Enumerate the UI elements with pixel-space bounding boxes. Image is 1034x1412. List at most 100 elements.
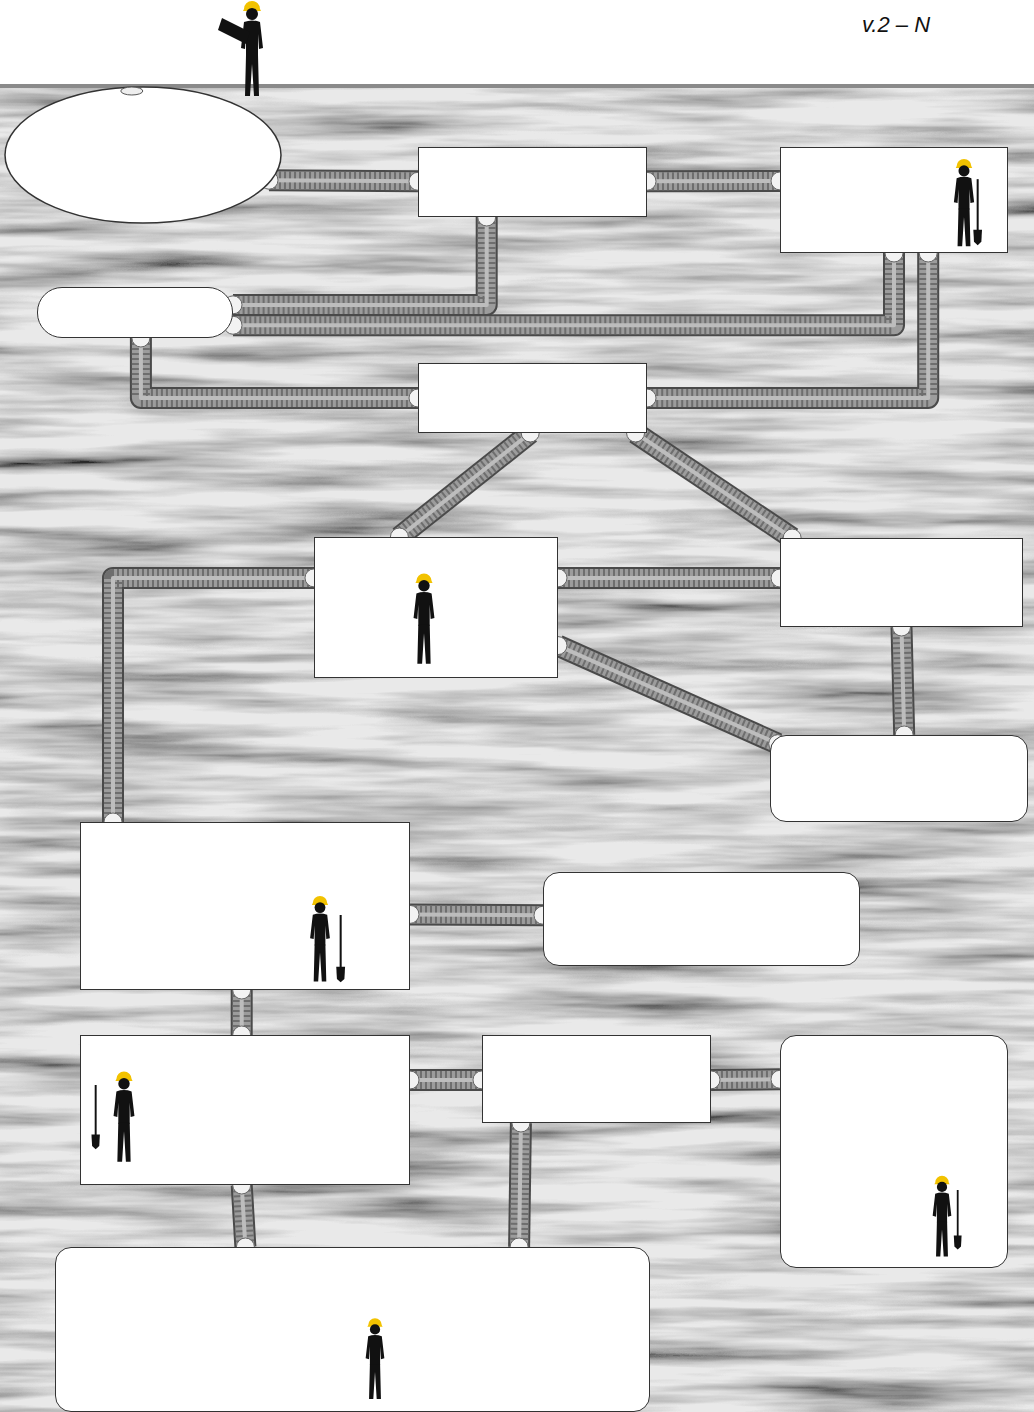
pipe-stroke	[399, 433, 530, 537]
pipe-stroke	[410, 905, 543, 924]
pipe-connector	[627, 424, 802, 547]
pipe-stroke	[558, 646, 778, 744]
pipe-stroke	[233, 217, 487, 305]
pipe-stroke	[269, 180, 418, 181]
pipe-stroke	[141, 338, 418, 398]
pipe-stroke	[558, 569, 780, 587]
pipe-stroke	[399, 433, 530, 537]
empty-box	[482, 1035, 711, 1123]
pipe-stroke	[558, 646, 778, 744]
ellipse-outline	[3, 85, 283, 225]
pipe-connector	[233, 1176, 255, 1256]
worker-figure	[91, 1071, 134, 1161]
empty-box	[55, 1247, 650, 1412]
empty-box	[37, 287, 233, 338]
pipe-connector	[549, 637, 787, 753]
surveyor-figure	[218, 1, 263, 96]
pipe-connector	[893, 618, 914, 744]
pipe-stroke	[711, 1077, 780, 1082]
pipe-connector	[390, 424, 539, 546]
pipe-stroke	[647, 172, 780, 190]
worker-figure	[954, 159, 982, 246]
pipe-connector	[260, 171, 427, 190]
pipe-stroke	[410, 905, 543, 924]
ground-texture	[0, 86, 1034, 1412]
pipe-stroke	[902, 627, 905, 735]
pipe-stroke	[141, 338, 418, 398]
pipe-stroke	[399, 433, 530, 537]
empty-box	[543, 872, 860, 966]
pipe-stroke	[519, 1123, 521, 1247]
pipe-stroke	[647, 253, 928, 398]
pipe-connector	[702, 1070, 789, 1089]
pipe-stroke	[141, 338, 418, 398]
pipe-stroke	[113, 578, 314, 822]
worker-figure	[366, 1318, 385, 1399]
pipe-connector	[224, 244, 903, 334]
pipe-stroke	[902, 627, 905, 735]
pipe-stroke	[113, 578, 314, 822]
pipe-connector	[549, 569, 789, 587]
pipe-connector	[638, 172, 789, 190]
pipe-stroke	[519, 1123, 521, 1247]
pipe-stroke	[558, 569, 780, 587]
pipe-stroke	[647, 179, 780, 183]
pipe-stroke	[647, 170, 780, 192]
pipe-stroke	[558, 646, 778, 744]
pipe-stroke	[636, 433, 793, 538]
worker-figure	[933, 1176, 962, 1257]
pipe-connector	[132, 329, 427, 407]
ellipse-node	[3, 85, 283, 225]
pipe-stroke	[410, 1071, 482, 1089]
empty-box	[80, 822, 410, 990]
pipe-stroke	[711, 1070, 780, 1089]
pipe-stroke	[711, 1068, 780, 1091]
pipe-stroke	[647, 253, 928, 398]
pipe-stroke	[711, 1070, 780, 1089]
pipe-stroke	[399, 433, 530, 537]
pipe-stroke	[141, 338, 418, 398]
pipe-stroke	[647, 253, 928, 398]
pipe-stroke	[233, 253, 894, 325]
pipe-connector	[510, 1114, 530, 1256]
pipe-stroke	[636, 433, 793, 538]
pipe-stroke	[233, 253, 894, 325]
pipe-stroke	[647, 253, 928, 398]
pipe-stroke	[233, 217, 487, 305]
empty-box	[780, 147, 1008, 253]
pipe-stroke	[636, 433, 793, 538]
pipe-stroke	[269, 180, 418, 181]
ground-fill	[0, 86, 1034, 1412]
pipe-connector	[401, 905, 552, 924]
pipe-connector	[224, 208, 496, 314]
pipe-stroke	[647, 172, 780, 190]
empty-box	[418, 363, 647, 433]
pipe-stroke	[410, 903, 543, 926]
pipe-stroke	[636, 433, 793, 538]
pipe-connector	[638, 244, 937, 407]
empty-box	[780, 538, 1023, 627]
pipe-stroke	[902, 627, 905, 735]
worker-figure	[414, 573, 435, 663]
pipe-connector	[104, 569, 323, 831]
pipe-stroke	[902, 627, 905, 735]
pipe-stroke	[233, 253, 894, 325]
pipe-stroke	[269, 180, 418, 181]
empty-box	[770, 735, 1028, 822]
pipe-stroke	[233, 217, 487, 305]
version-note: v.2 – N	[862, 12, 930, 38]
empty-box	[418, 147, 647, 217]
pipe-stroke	[410, 912, 543, 917]
pipe-stroke	[558, 567, 780, 589]
pipe-stroke	[233, 253, 894, 325]
pipe-stroke	[410, 1071, 482, 1089]
pipe-stroke	[233, 217, 487, 305]
pipe-stroke	[519, 1123, 521, 1247]
pipe-stroke	[269, 180, 418, 181]
pipe-stroke	[558, 646, 778, 744]
empty-box	[314, 537, 558, 678]
pipe-stroke	[113, 578, 314, 822]
pipe-stroke	[410, 1069, 482, 1091]
empty-box	[80, 1035, 410, 1185]
